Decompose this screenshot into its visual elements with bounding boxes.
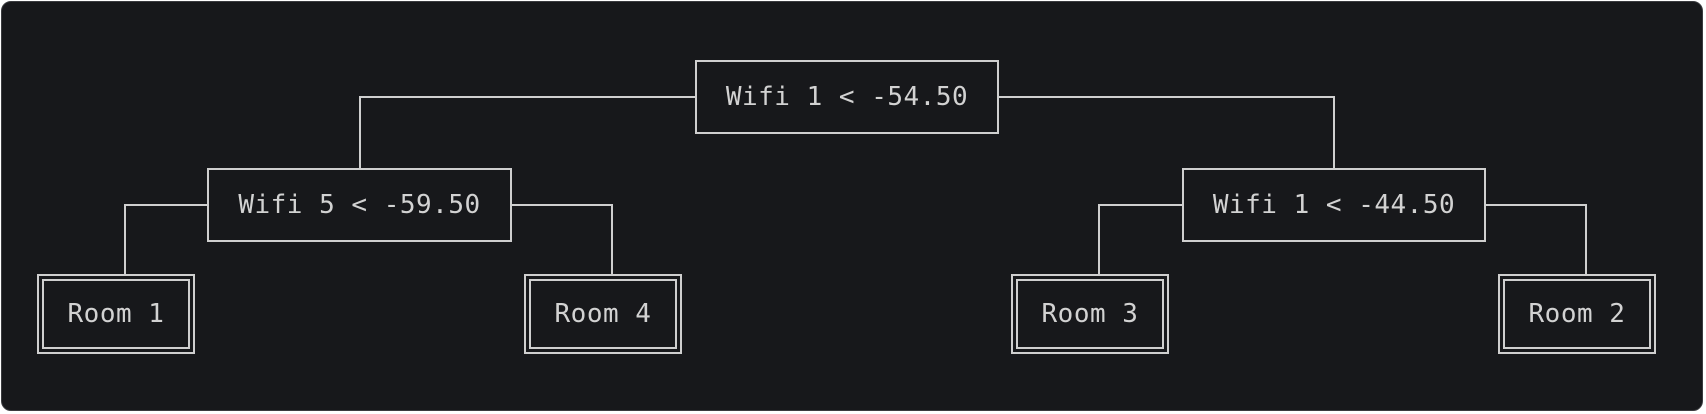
leaf-label: Room 4 [554, 299, 652, 329]
leaf-room-2: Room 2 [1498, 274, 1656, 354]
edge-left-room4 [511, 204, 613, 275]
leaf-label: Room 2 [1528, 299, 1626, 329]
right-split-label: Wifi 1 < -44.50 [1212, 190, 1456, 220]
edge-right-room2 [1485, 204, 1587, 275]
edge-root-left [359, 96, 696, 169]
root-split-label: Wifi 1 < -54.50 [725, 82, 969, 112]
left-split-node: Wifi 5 < -59.50 [207, 168, 512, 242]
right-split-node: Wifi 1 < -44.50 [1182, 168, 1486, 242]
leaf-room-1: Room 1 [37, 274, 195, 354]
edge-left-room1 [124, 204, 208, 275]
leaf-room-3: Room 3 [1011, 274, 1169, 354]
edge-right-room3 [1098, 204, 1183, 275]
leaf-room-4: Room 4 [524, 274, 682, 354]
leaf-label: Room 1 [67, 299, 165, 329]
leaf-label: Room 3 [1041, 299, 1139, 329]
root-split-node: Wifi 1 < -54.50 [695, 60, 999, 134]
left-split-label: Wifi 5 < -59.50 [238, 190, 481, 220]
edge-root-right [998, 96, 1335, 169]
